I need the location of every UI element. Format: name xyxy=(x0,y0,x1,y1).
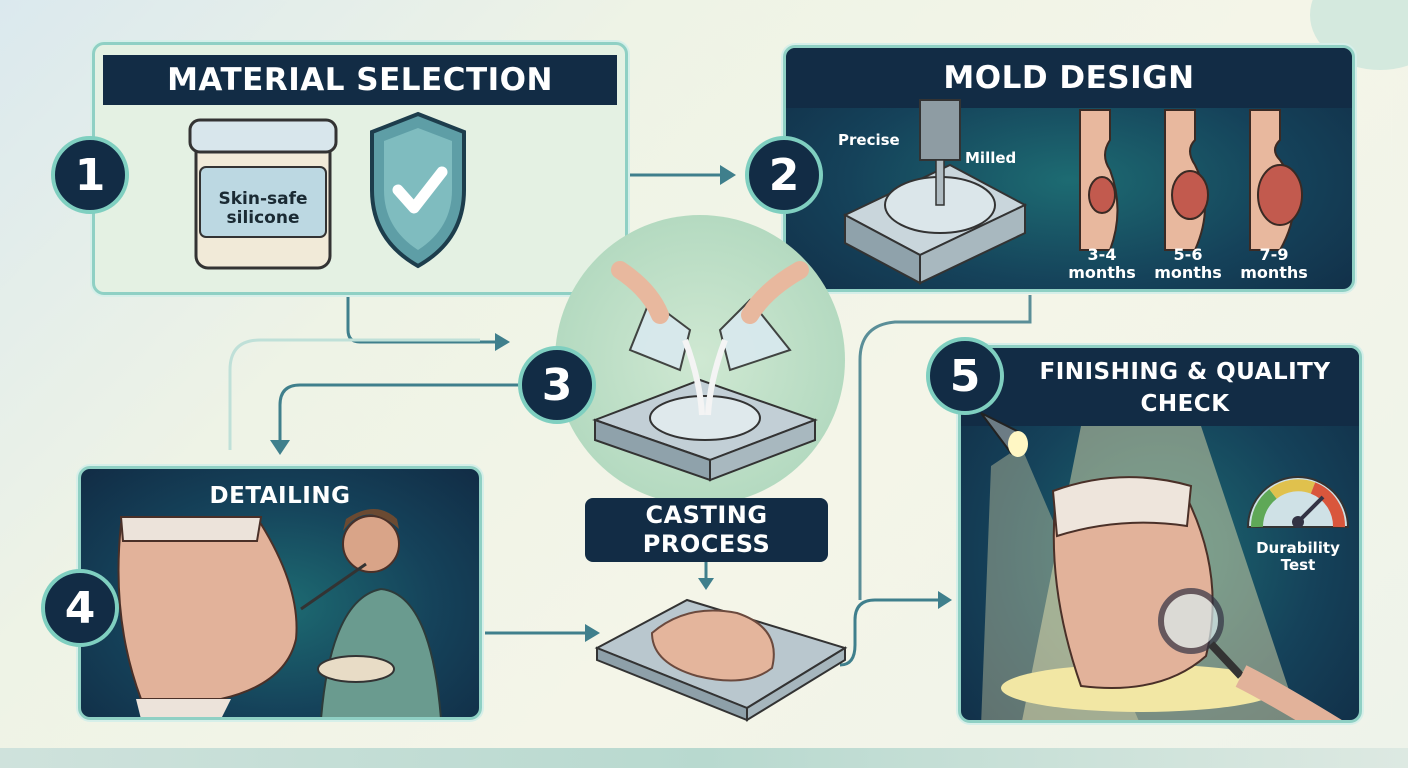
silicone-jar-icon xyxy=(188,118,338,270)
pregnancy-stages-icon xyxy=(1079,109,1303,251)
bottom-band xyxy=(0,748,1408,768)
step-5-badge: 5 xyxy=(926,337,1004,415)
durability-gauge-icon xyxy=(1246,476,1350,528)
stage-2-label: 5-6 months xyxy=(1154,245,1222,282)
stage-3-label: 7-9 months xyxy=(1240,245,1308,282)
annotation-precise: Precise xyxy=(838,131,900,149)
step-5-title: FINISHING & QUALITY CHECK xyxy=(961,348,1359,426)
durability-label: Durability Test xyxy=(1256,539,1340,574)
step-1-badge: 1 xyxy=(51,136,129,214)
step-5-panel: FINISHING & QUALITY CHECK Durability Tes… xyxy=(958,345,1362,723)
step-4-panel: DETAILING xyxy=(78,466,482,720)
jar-label: Skin-safe silicone xyxy=(218,189,308,228)
step-4-badge: 4 xyxy=(41,569,119,647)
annotation-milled: Milled xyxy=(965,149,1017,167)
cured-mold-icon xyxy=(594,598,848,722)
arrow-bg xyxy=(228,338,480,450)
shield-check-icon xyxy=(370,111,466,269)
step-3-title: CASTING PROCESS xyxy=(585,498,828,562)
milled-mold-icon xyxy=(842,99,1028,285)
step-4-title: DETAILING xyxy=(209,483,351,509)
step-2-badge: 2 xyxy=(745,136,823,214)
arrow-1-3 xyxy=(346,295,495,344)
arrow-3-4 xyxy=(278,383,520,440)
spotlight-icon xyxy=(980,412,1028,457)
step-1-panel: MATERIAL SELECTION xyxy=(92,42,628,295)
arrow-2-5 xyxy=(858,295,1032,600)
stage-1-label: 3-4 months xyxy=(1068,245,1136,282)
arrow-cast-5 xyxy=(839,598,940,667)
step-3-badge: 3 xyxy=(518,346,596,424)
casting-mold-icon xyxy=(592,261,818,482)
step-2-title: MOLD DESIGN xyxy=(786,48,1352,108)
quality-check-scene xyxy=(981,426,1342,720)
step-1-title: MATERIAL SELECTION xyxy=(103,55,617,105)
belly-detailing-icon xyxy=(117,509,442,717)
